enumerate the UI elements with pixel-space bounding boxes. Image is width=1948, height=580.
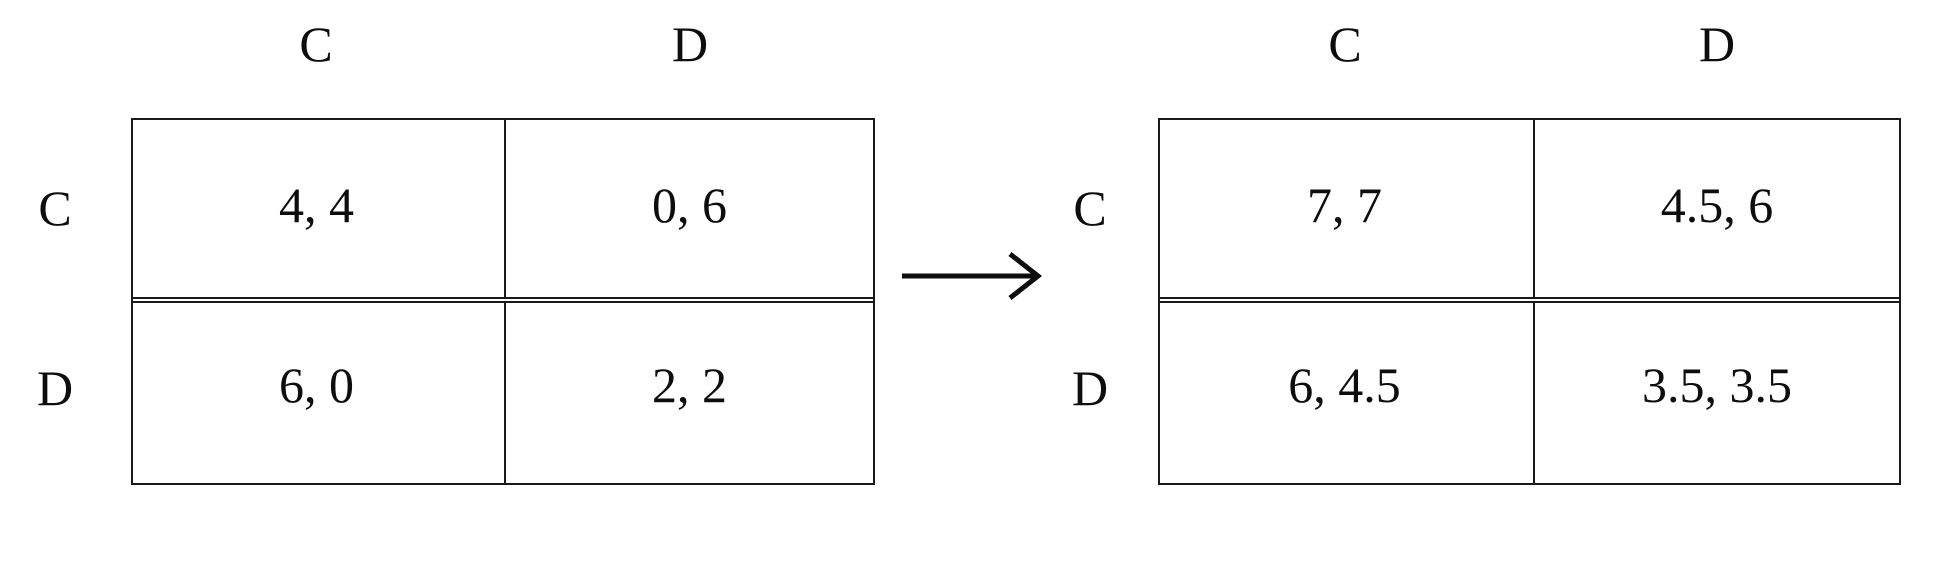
cell-c-c: 4, 4	[279, 177, 354, 233]
cell-c-d: 4.5, 6	[1660, 177, 1774, 233]
column-header-d: D	[671, 16, 709, 72]
column-header-d: D	[1698, 16, 1736, 72]
row-header-d: D	[1071, 360, 1109, 416]
transformation-arrow	[898, 248, 1048, 304]
cell-c-c: 7, 7	[1307, 177, 1382, 233]
transformed-payoff-matrix: C D C D 7, 7 4.5, 6 6, 4.5 3.5, 3.5	[1030, 0, 1948, 580]
column-header-c: C	[299, 16, 333, 72]
cell-d-c: 6, 4.5	[1288, 357, 1401, 413]
cell-d-d: 3.5, 3.5	[1642, 357, 1792, 413]
row-header-c: C	[1073, 180, 1107, 236]
cell-c-d: 0, 6	[652, 177, 727, 233]
cell-d-c: 6, 0	[279, 357, 354, 413]
row-header-c: C	[38, 180, 72, 236]
column-header-c: C	[1328, 16, 1362, 72]
arrow-right-icon	[902, 252, 1043, 300]
row-divider	[1160, 297, 1899, 303]
original-payoff-matrix: C D C D 4, 4 0, 6 6, 0 2, 2	[0, 0, 940, 580]
cell-d-d: 2, 2	[652, 357, 727, 413]
matrix-grid	[1158, 118, 1901, 485]
row-divider	[133, 297, 873, 303]
matrix-grid	[131, 118, 875, 485]
row-header-d: D	[36, 360, 74, 416]
